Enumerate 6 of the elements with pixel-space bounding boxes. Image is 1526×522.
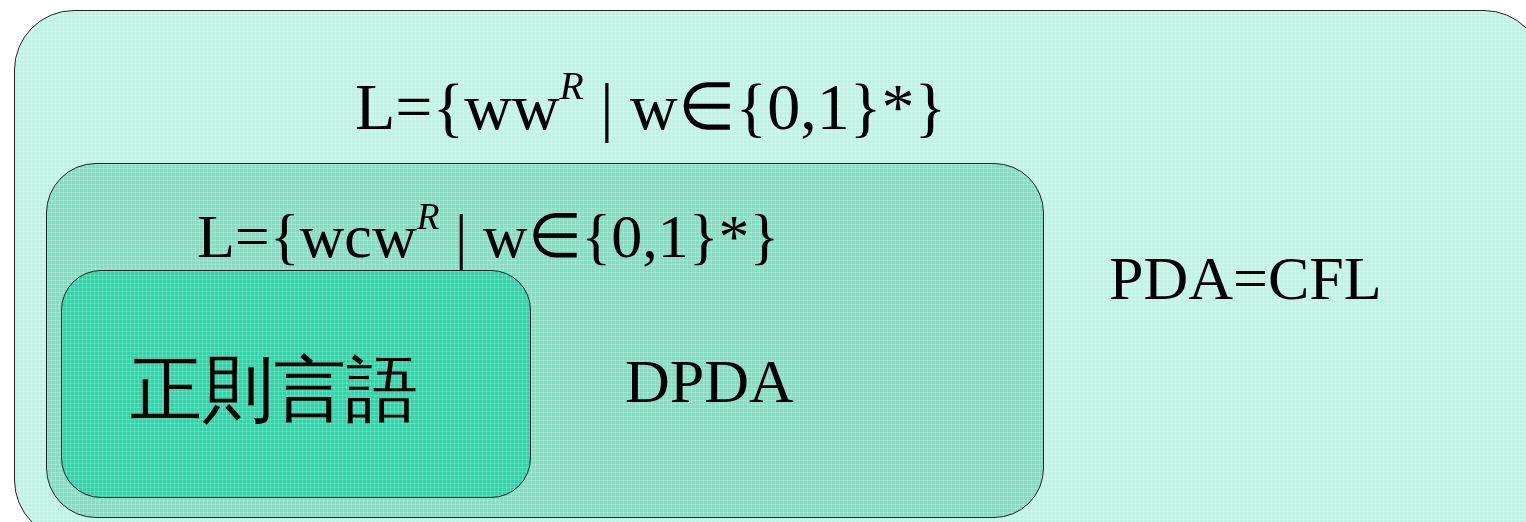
outer-set-region bbox=[14, 10, 1526, 522]
set-label: 正則言語 bbox=[130, 353, 418, 425]
set-label: PDA=CFL bbox=[1109, 247, 1382, 309]
nested-set-region bbox=[61, 270, 531, 498]
nested-set-region bbox=[46, 163, 1044, 518]
set-label: DPDA bbox=[625, 350, 794, 412]
